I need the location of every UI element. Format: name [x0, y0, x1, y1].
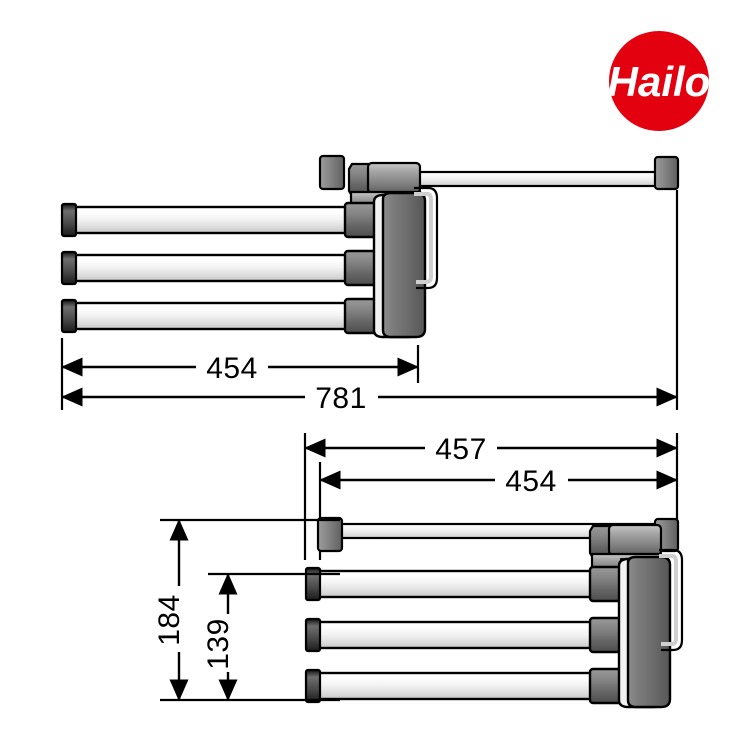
- arm-tube: [308, 620, 622, 650]
- bottom-view-hub: [617, 555, 672, 709]
- top-view-assembly: 454 781: [60, 154, 680, 415]
- dim-label-184: 184: [153, 594, 186, 646]
- dim-label-454-bottom: 454: [505, 465, 557, 498]
- dim-label-454-top: 454: [206, 352, 258, 385]
- arm-end-cap: [60, 250, 78, 286]
- bottom-view-arm-2: [304, 616, 640, 654]
- bottom-view-vertical-dimensions: 184 139: [153, 518, 340, 702]
- hinge-top-plate: [366, 161, 422, 195]
- arm-tube: [64, 301, 378, 331]
- wire-bracket-fill: [414, 192, 433, 284]
- top-view-arm-3: [60, 297, 395, 335]
- hub-body: [381, 191, 427, 339]
- bottom-view-horizontal-dimensions: 457 454: [303, 433, 679, 560]
- arm-end-cap: [304, 668, 322, 704]
- dim-label-457: 457: [435, 433, 487, 466]
- top-view-dimensions: 454 781: [60, 190, 679, 415]
- fixed-bar-end-cap: [653, 155, 680, 191]
- arm-end-cap: [304, 617, 322, 653]
- wire-bracket-outline: [414, 186, 439, 290]
- arm-tube: [308, 569, 622, 599]
- bottom-view-arm-1: [304, 565, 640, 603]
- bottom-view-wire-bracket: [659, 548, 684, 652]
- top-view-hub: [372, 191, 427, 339]
- bottom-view-assembly: 457 454: [153, 433, 684, 709]
- fixed-bar-wall-cap: [318, 154, 346, 191]
- top-view-arm-1: [60, 201, 395, 239]
- arm-tube: [64, 205, 378, 235]
- arm-tube: [308, 671, 622, 701]
- wire-bracket-outline: [659, 548, 684, 652]
- arm-end-cap: [60, 298, 78, 334]
- hinge-top-plate: [607, 523, 663, 557]
- logo-circle: [609, 31, 709, 131]
- top-view-arm-2: [60, 249, 395, 287]
- logo-wordmark: Hailo: [608, 58, 711, 105]
- dim-label-781: 781: [315, 382, 367, 415]
- arm-end-cap: [304, 566, 322, 602]
- dim-label-139: 139: [202, 618, 235, 670]
- arm-tube: [64, 253, 378, 283]
- top-view-wire-bracket: [414, 186, 439, 290]
- brand-logo: Hailo: [608, 31, 711, 131]
- wire-bracket-fill: [659, 554, 678, 646]
- fixed-bar-wall-cap: [316, 516, 344, 553]
- top-view-fixed-bar: [318, 154, 680, 191]
- hub-body: [626, 555, 672, 709]
- arm-end-cap: [60, 202, 78, 238]
- bottom-view-arm-3: [304, 667, 640, 705]
